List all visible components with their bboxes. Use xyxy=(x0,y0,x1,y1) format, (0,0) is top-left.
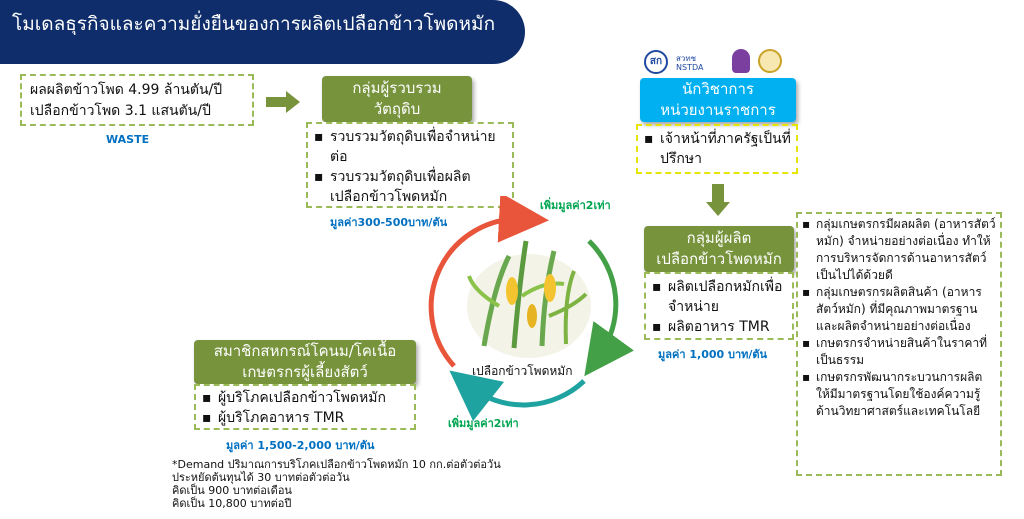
academics-header: นักวิชาการ หน่วยงานราชการ xyxy=(640,78,796,122)
collectors-value: มูลค่า300-500บาท/ตัน xyxy=(330,216,448,229)
agency-logo: สก xyxy=(644,50,668,74)
corn-plant-icon xyxy=(467,240,591,358)
producers-value: มูลค่า 1,000 บาท/ตัน xyxy=(658,348,768,361)
collectors-item: รวบรวมวัตถุดิบเพื่อผลิตเปลือกข้าวโพดหมัก xyxy=(312,167,508,207)
waste-line: ผลผลิตข้าวโพด 4.99 ล้านตัน/ปี xyxy=(30,82,223,98)
producers-title-line: เปลือกข้าวโพดหมัก xyxy=(656,250,782,268)
demand-line: คิดเป็น 900 บาทต่อเดือน xyxy=(172,484,292,497)
nstda-logo: สวทช NSTDA xyxy=(676,54,704,72)
farmers-value: มูลค่า 1,500-2,000 บาท/ตัน xyxy=(226,439,375,452)
benefit-item: เกษตรกรพัฒนากระบวนการผลิตให้มีมาตรฐานโดย… xyxy=(800,369,996,420)
collectors-header: กลุ่มผู้รวบรวม วัตถุดิบ xyxy=(322,76,472,122)
waste-label: WASTE xyxy=(106,133,150,146)
demand-line: *Demand ปริมาณการบริโภคเปลือกข้าวโพดหมัก… xyxy=(172,458,501,471)
farmers-header: สมาชิกสหกรณ์โคนม/โคเนื้อ เกษตรกรผู้เลี้ย… xyxy=(194,340,416,384)
farmers-box: ผู้บริโภคเปลือกข้าวโพดหมัก ผู้บริโภคอาหา… xyxy=(194,384,416,430)
logo-row: สก สวทช NSTDA xyxy=(644,48,794,76)
university-logo xyxy=(732,49,750,73)
cycle-bottom-label: เพิ่มมูลค่า2เท่า xyxy=(448,417,519,430)
farmers-item: ผู้บริโภคเปลือกข้าวโพดหมัก xyxy=(200,388,410,408)
cycle-arc-red xyxy=(428,196,549,368)
cycle-arc-teal xyxy=(449,370,586,422)
collectors-title-line: กลุ่มผู้รวบรวม xyxy=(352,79,442,97)
demand-line: คิดเป็น 10,800 บาทต่อปี xyxy=(172,497,292,510)
title-banner xyxy=(0,0,525,64)
collectors-item: รวบรวมวัตถุดิบเพื่อจำหน่ายต่อ xyxy=(312,127,508,167)
cycle-top-label: เพิ่มมูลค่า2เท่า xyxy=(540,199,611,212)
farmers-title-line: สมาชิกสหกรณ์โคนม/โคเนื้อ xyxy=(213,342,397,360)
producers-item: ผลิตอาหาร TMR xyxy=(650,317,788,337)
academics-item: เจ้าหน้าที่ภาครัฐเป็นที่ปรึกษา xyxy=(642,129,792,169)
producers-title-line: กลุ่มผู้ผลิต xyxy=(686,229,752,247)
arrow-down-icon xyxy=(706,184,730,216)
cycle-center-label: เปลือกข้าวโพดหมัก xyxy=(472,364,573,378)
demand-note: *Demand ปริมาณการบริโภคเปลือกข้าวโพดหมัก… xyxy=(172,458,501,510)
benefit-item: เกษตรกรจำหน่ายสินค้าในราคาที่เป็นธรรม xyxy=(800,335,996,369)
academics-title-line: นักวิชาการ xyxy=(682,80,754,98)
benefits-box: กลุ่มเกษตรกรมีผลผลิต (อาหารสัตว์หมัก) จำ… xyxy=(796,212,1002,476)
cycle-diagram xyxy=(428,196,634,422)
collectors-title-line: วัตถุดิบ xyxy=(373,100,421,118)
collectors-box: รวบรวมวัตถุดิบเพื่อจำหน่ายต่อ รวบรวมวัตถ… xyxy=(306,122,514,208)
farmers-title-line: เกษตรกรผู้เลี้ยงสัตว์ xyxy=(242,363,368,381)
waste-box: ผลผลิตข้าวโพด 4.99 ล้านตัน/ปี เปลือกข้าว… xyxy=(20,74,254,126)
page-title: โมเดลธุรกิจและความยั่งยืนของการผลิตเปลือ… xyxy=(12,13,496,35)
demand-line: ประหยัดต้นทุนได้ 30 บาทต่อตัวต่อวัน xyxy=(172,471,350,484)
producers-box: ผลิตเปลือกหมักเพื่อจำหน่าย ผลิตอาหาร TMR xyxy=(644,272,794,340)
producers-header: กลุ่มผู้ผลิต เปลือกข้าวโพดหมัก xyxy=(644,226,794,272)
arrow-right-icon xyxy=(266,91,300,113)
benefit-item: กลุ่มเกษตรกรผลิตสินค้า (อาหารสัตว์หมัก) … xyxy=(800,284,996,335)
producers-item: ผลิตเปลือกหมักเพื่อจำหน่าย xyxy=(650,277,788,317)
benefit-item: กลุ่มเกษตรกรมีผลผลิต (อาหารสัตว์หมัก) จำ… xyxy=(800,216,996,284)
waste-line: เปลือกข้าวโพด 3.1 แสนตัน/ปี xyxy=(30,103,211,119)
farmers-item: ผู้บริโภคอาหาร TMR xyxy=(200,408,410,428)
academics-box: เจ้าหน้าที่ภาครัฐเป็นที่ปรึกษา xyxy=(636,124,798,174)
academics-title-line: หน่วยงานราชการ xyxy=(660,101,776,119)
institute-logo xyxy=(758,49,782,73)
cycle-arc-green xyxy=(584,239,634,377)
